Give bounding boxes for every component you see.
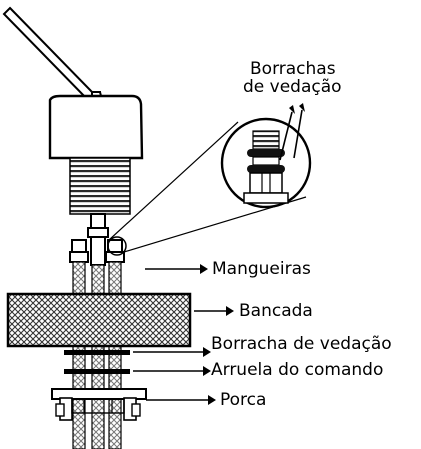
pointer-arrows bbox=[133, 264, 234, 405]
hose-fittings bbox=[69, 213, 125, 266]
threaded-shank bbox=[69, 157, 131, 215]
hoses-label: Mangueiras bbox=[212, 259, 311, 279]
zoom-callout bbox=[107, 103, 312, 256]
nut-label: Porca bbox=[220, 390, 267, 410]
seal-label: Borracha de vedação bbox=[211, 334, 392, 354]
seal-callout-label-line1: Borrachas bbox=[250, 59, 336, 79]
seal-callout-label-line2: de vedação bbox=[243, 77, 342, 97]
counter-label: Bancada bbox=[239, 301, 313, 321]
washer-ring bbox=[64, 369, 130, 374]
lever-handle bbox=[2, 6, 104, 101]
seal-ring bbox=[64, 350, 130, 355]
nut-assembly bbox=[51, 388, 147, 421]
counter-slab bbox=[6, 292, 192, 348]
hoses bbox=[72, 261, 122, 449]
faucet-body bbox=[48, 94, 144, 160]
washer-label: Arruela do comando bbox=[211, 360, 384, 380]
